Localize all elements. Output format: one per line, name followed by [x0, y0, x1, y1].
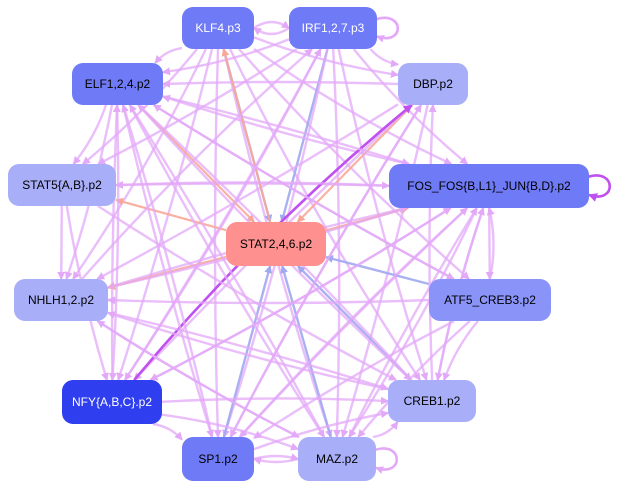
edge-elf-to-maz — [128, 104, 326, 438]
edge-elf-to-sp1 — [121, 104, 214, 438]
edge-fos-to-atf5 — [485, 207, 494, 280]
edge-irf-to-klf4 — [253, 26, 290, 36]
edge-dbp-to-maz — [340, 104, 429, 438]
edge-sp1-to-maz — [253, 453, 299, 462]
edge-fos-to-elf — [162, 94, 410, 166]
edge-stat5-to-fos — [115, 181, 390, 190]
edge-atf5-to-elf — [152, 103, 455, 281]
node-label-sp1: SP1.p2 — [198, 452, 238, 466]
node-box-irf — [289, 7, 377, 49]
edge-atf5-to-nhlh — [107, 296, 430, 305]
edge-maz-to-creb1 — [372, 421, 399, 439]
edge-fos-to-maz — [348, 207, 478, 438]
node-label-maz: MAZ.p2 — [316, 452, 358, 466]
edges-layer — [57, 16, 612, 474]
edge-dbp-to-elf — [162, 79, 399, 88]
edge-klf4-to-elf — [154, 46, 183, 64]
edge-irf-to-dbp — [369, 48, 399, 68]
self-loop-fos — [586, 174, 612, 202]
node-box-fos — [389, 164, 589, 208]
node-maz[interactable]: MAZ.p2 — [298, 437, 376, 481]
node-label-fos: FOS_FOS{B,L1}_JUN{B,D}.p2 — [407, 179, 571, 193]
edge-elf-to-fos — [162, 95, 410, 166]
node-klf4[interactable]: KLF4.p3 — [182, 7, 254, 49]
node-nfy[interactable]: NFY{A,B,C}.p2 — [62, 380, 162, 424]
edge-maz-to-elf — [128, 104, 326, 438]
node-box-sp1 — [182, 437, 254, 481]
node-nhlh[interactable]: NHLH1,2.p2 — [14, 279, 108, 321]
node-box-stat246 — [226, 222, 326, 266]
edge-dbp-to-nhlh — [96, 103, 399, 281]
edge-nfy-to-elf — [110, 104, 121, 381]
edge-atf5-to-sp1 — [253, 319, 455, 440]
node-dbp[interactable]: DBP.p2 — [398, 63, 468, 105]
edge-nfy-to-sp1 — [152, 422, 183, 441]
edge-nfy-to-fos — [149, 206, 452, 382]
node-box-creb1 — [388, 380, 476, 422]
node-label-atf5: ATF5_CREB3.p2 — [444, 293, 536, 307]
edge-sp1-to-elf — [121, 104, 214, 438]
node-label-dbp: DBP.p2 — [413, 77, 453, 91]
node-label-elf: ELF1,2,4.p2 — [85, 77, 151, 91]
node-label-stat5: STAT5{A,B}.p2 — [22, 178, 102, 192]
node-box-nhlh — [14, 279, 108, 321]
edge-atf5-to-creb1 — [442, 320, 479, 381]
edge-elf-to-nfy — [108, 104, 120, 381]
node-box-maz — [298, 437, 376, 481]
edge-klf4-to-irf — [253, 20, 290, 30]
node-fos[interactable]: FOS_FOS{B,L1}_JUN{B,D}.p2 — [389, 164, 589, 208]
node-box-dbp — [398, 63, 468, 105]
node-box-elf — [72, 63, 163, 105]
edge-nfy-to-maz — [161, 413, 299, 451]
node-label-stat246: STAT2,4,6.p2 — [240, 237, 313, 251]
node-elf[interactable]: ELF1,2,4.p2 — [72, 63, 163, 105]
node-label-nhlh: NHLH1,2.p2 — [28, 293, 94, 307]
edge-maz-to-nhlh — [96, 319, 300, 439]
edge-sp1-to-dbp — [229, 104, 423, 438]
edge-sp1-to-stat246 — [222, 265, 273, 438]
edge-klf4-to-creb1 — [228, 48, 422, 381]
node-label-klf4: KLF4.p3 — [195, 21, 241, 35]
edge-dbp-to-stat246 — [296, 104, 414, 223]
node-stat246[interactable]: STAT2,4,6.p2 — [226, 222, 326, 266]
edge-sp1-to-fos — [238, 207, 469, 438]
node-box-klf4 — [182, 7, 254, 49]
edge-klf4-to-fos — [253, 48, 453, 166]
edge-stat246-to-klf4 — [221, 48, 272, 223]
edge-nfy-to-irf — [123, 48, 322, 381]
self-loop-maz — [373, 447, 399, 474]
node-box-atf5 — [429, 279, 551, 321]
edge-stat5-to-nhlh — [57, 205, 66, 280]
edge-maz-to-fos — [348, 207, 478, 438]
self-loop-irf — [374, 16, 400, 43]
edge-klf4-to-sp1 — [213, 48, 222, 438]
edge-maz-to-stat246 — [280, 265, 332, 438]
edge-creb1-to-nhlh — [107, 311, 389, 391]
edge-maz-to-sp1 — [253, 456, 299, 465]
node-box-stat5 — [8, 164, 116, 206]
node-creb1[interactable]: CREB1.p2 — [388, 380, 476, 422]
edge-klf4-to-nhlh — [72, 48, 207, 280]
edge-stat246-to-stat5 — [115, 197, 227, 232]
node-atf5[interactable]: ATF5_CREB3.p2 — [429, 279, 551, 321]
edge-atf5-to-stat246 — [325, 255, 430, 286]
edge-elf-to-stat5 — [72, 104, 108, 165]
node-label-irf: IRF1,2,7.p3 — [302, 21, 365, 35]
node-irf[interactable]: IRF1,2,7.p3 — [289, 7, 377, 49]
node-box-nfy — [62, 380, 162, 424]
edge-atf5-to-maz — [357, 320, 471, 438]
node-label-creb1: CREB1.p2 — [404, 394, 461, 408]
node-stat5[interactable]: STAT5{A,B}.p2 — [8, 164, 116, 206]
node-sp1[interactable]: SP1.p2 — [182, 437, 254, 481]
edge-nhlh-to-irf — [81, 48, 313, 280]
node-label-nfy: NFY{A,B,C}.p2 — [72, 395, 152, 409]
edge-atf5-to-fos — [486, 207, 495, 280]
edge-creb1-to-dbp — [428, 104, 437, 381]
